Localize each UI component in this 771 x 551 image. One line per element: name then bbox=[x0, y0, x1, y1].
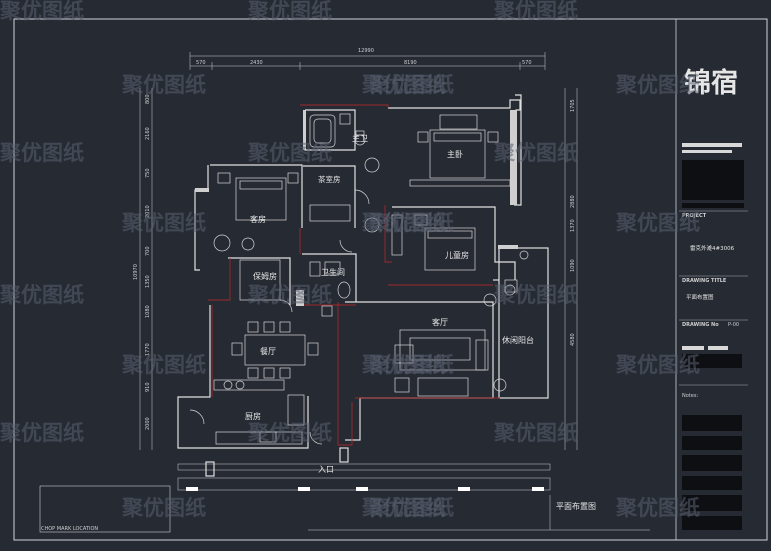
watermark-text: 聚优图纸 bbox=[247, 141, 332, 165]
drawing-no: P-00 bbox=[728, 322, 739, 328]
room-kitchen: 厨房 bbox=[245, 411, 261, 421]
watermark-text: 聚优图纸 bbox=[0, 421, 84, 445]
drawing-frame bbox=[13, 18, 768, 541]
notes-label: Notes: bbox=[682, 393, 698, 399]
watermark-text: 聚优图纸 bbox=[493, 283, 578, 307]
watermark-text: 聚优图纸 bbox=[121, 73, 206, 97]
watermark-text: 聚优图纸 bbox=[493, 421, 578, 445]
svg-text:1350: 1350 bbox=[145, 275, 151, 288]
top-dim-2: 2430 bbox=[250, 60, 263, 66]
room-nanny-room: 保姆房 bbox=[253, 271, 277, 281]
room-guest-room: 客房 bbox=[250, 214, 266, 224]
svg-text:4580: 4580 bbox=[570, 333, 576, 346]
svg-text:2880: 2880 bbox=[570, 195, 576, 208]
watermark-text: 聚优图纸 bbox=[361, 73, 446, 97]
redacted-notes-4 bbox=[682, 476, 742, 490]
chop-mark-label: CHOP MARK LOCATION bbox=[41, 526, 98, 532]
drawing-title-label: DRAWING TITLE bbox=[682, 278, 727, 284]
wall-fills bbox=[195, 110, 518, 306]
plan-title: 平面布置图 bbox=[556, 501, 596, 511]
redacted-notes-5 bbox=[682, 495, 742, 511]
title-block: 锦宿 PROJECT 雷克外滩4#3006 DRAWING TITLE 平面布置… bbox=[679, 67, 748, 530]
drawing-title: 平面布置图 bbox=[686, 293, 714, 301]
watermark-text: 聚优图纸 bbox=[361, 496, 446, 520]
redacted-notes-6 bbox=[682, 516, 742, 530]
room-living-room: 客厅 bbox=[432, 317, 448, 327]
watermark-text: 聚优图纸 bbox=[615, 496, 700, 520]
room-kids-room: 儿童房 bbox=[445, 250, 469, 260]
top-dim-4: 570 bbox=[522, 60, 532, 66]
watermark-text: 聚优图纸 bbox=[247, 421, 332, 445]
watermark-text: 聚优图纸 bbox=[247, 0, 332, 23]
room-bathroom: 卫生间 bbox=[321, 267, 345, 277]
svg-text:1080: 1080 bbox=[145, 305, 151, 318]
room-tea-room: 茶室房 bbox=[318, 174, 341, 184]
svg-text:1370: 1370 bbox=[570, 219, 576, 232]
brand-logo: 锦宿 bbox=[684, 67, 738, 99]
svg-text:800: 800 bbox=[145, 94, 151, 104]
watermark-text: 聚优图纸 bbox=[361, 211, 446, 235]
watermark-text: 聚优图纸 bbox=[121, 496, 206, 520]
left-dimension-chain bbox=[139, 88, 153, 450]
watermark-text: 聚优图纸 bbox=[121, 353, 206, 377]
watermark-text: 聚优图纸 bbox=[369, 73, 454, 97]
watermark-text: 聚优图纸 bbox=[615, 353, 700, 377]
svg-text:750: 750 bbox=[145, 168, 151, 178]
room-master-bedroom: 主卧 bbox=[447, 149, 463, 159]
top-dim-3: 8190 bbox=[404, 60, 417, 66]
redacted-notes-3 bbox=[682, 455, 742, 471]
bottom-dimension-ticks bbox=[186, 487, 544, 491]
svg-text:1770: 1770 bbox=[145, 343, 151, 356]
walls bbox=[177, 94, 549, 477]
watermark-text: 聚优图纸 bbox=[0, 141, 84, 165]
project-name: 雷克外滩4#3006 bbox=[690, 244, 735, 252]
watermark-text: 聚优图纸 bbox=[121, 211, 206, 235]
overall-width-dimension: 12990 bbox=[358, 48, 374, 54]
watermark-text: 聚优图纸 bbox=[369, 211, 454, 235]
watermark-text: 聚优图纸 bbox=[369, 353, 454, 377]
top-dim-1: 570 bbox=[196, 60, 206, 66]
watermark-text: 聚优图纸 bbox=[0, 0, 84, 23]
room-dining-room: 餐厅 bbox=[260, 347, 276, 356]
watermark-text: 聚优图纸 bbox=[361, 353, 446, 377]
watermark-text: 聚优图纸 bbox=[615, 211, 700, 235]
svg-text:1705: 1705 bbox=[570, 99, 576, 112]
svg-text:2000: 2000 bbox=[145, 417, 151, 430]
svg-text:910: 910 bbox=[145, 382, 151, 392]
svg-text:10970: 10970 bbox=[133, 264, 139, 280]
redacted-address-block bbox=[682, 160, 744, 200]
entrance-label: 入口 bbox=[318, 465, 334, 474]
top-dimension-chain bbox=[189, 52, 546, 70]
watermark-text: 聚优图纸 bbox=[615, 73, 700, 97]
svg-text:1090: 1090 bbox=[570, 259, 576, 272]
project-label: PROJECT bbox=[682, 213, 707, 219]
redacted-notes-2 bbox=[682, 436, 742, 450]
drawing-no-label: DRAWING No bbox=[682, 322, 719, 328]
redacted-notes-1 bbox=[682, 415, 742, 431]
watermark-text: 聚优图纸 bbox=[369, 496, 454, 520]
svg-text:2160: 2160 bbox=[145, 127, 151, 140]
watermark-layer: 聚优图纸聚优图纸聚优图纸聚优图纸聚优图纸聚优图纸聚优图纸聚优图纸聚优图纸聚优图纸… bbox=[0, 0, 700, 520]
watermark-text: 聚优图纸 bbox=[0, 283, 84, 307]
left-dimension-labels: 800 2160 750 2010 700 1350 1080 1770 910… bbox=[133, 94, 151, 430]
red-walls bbox=[208, 104, 500, 446]
bottom-dimension-chain bbox=[177, 463, 551, 491]
room-master-bath: 主卫 bbox=[352, 133, 368, 143]
svg-text:700: 700 bbox=[145, 246, 151, 256]
room-leisure-balcony: 休闲阳台 bbox=[502, 335, 534, 345]
furniture bbox=[189, 113, 529, 445]
right-dimension-labels: 1705 2880 1370 1090 4580 bbox=[570, 99, 576, 346]
watermark-text: 聚优图纸 bbox=[493, 141, 578, 165]
room-labels: 主卫 主卧 茶室房 客房 儿童房 保姆房 卫生间 客厅 休闲阳台 餐厅 厨房 入… bbox=[245, 133, 534, 474]
chop-mark-box bbox=[39, 485, 171, 533]
watermark-text: 聚优图纸 bbox=[247, 283, 332, 307]
watermark-text: 聚优图纸 bbox=[493, 0, 578, 23]
svg-text:2010: 2010 bbox=[145, 205, 151, 218]
right-dimension-chain bbox=[564, 88, 578, 450]
